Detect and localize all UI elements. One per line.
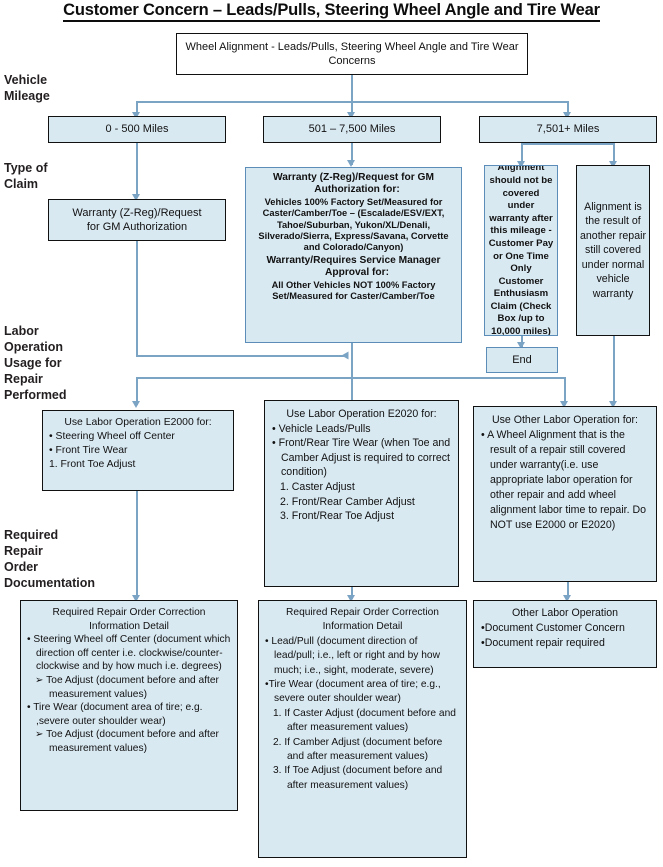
doc-box-right-item-1: •Document repair required [481,637,605,649]
doc-box-middle-head-1: Required Repair Order Correction [286,607,439,618]
labor-box-e2000-head: Use Labor Operation E2000 for: [64,417,212,428]
doc-box-right-item-0: •Document Customer Concern [481,622,625,634]
labor-box-e2000[interactable]: Use Labor Operation E2000 for: • Steerin… [42,410,234,491]
claim-box-warranty-authorization[interactable]: Warranty (Z-Reg)/Request for GM Authoriz… [245,167,462,343]
doc-box-left-item-0: • Steering Wheel off Center (document wh… [27,634,231,673]
connector-e2000-doc [136,491,138,599]
connector-m2-claim [351,143,353,165]
arrow-to-mileage-left [132,112,140,119]
doc-box-left-item-2: • Tire Wear (document area of tire; e.g.… [27,702,203,727]
connector-m3-right-leg [613,143,615,163]
arrow-e2000-doc [132,595,140,602]
claim-box-warranty-zreg[interactable]: Warranty (Z-Reg)/Request for GM Authoriz… [48,199,226,241]
connector-bus-mid [351,101,353,115]
connector-start-down [351,74,353,103]
doc-box-middle-item-2: 1. If Caster Adjust (document before and… [273,707,456,734]
claim-box-head-1: Warranty (Z-Reg)/Request for GM Authoriz… [273,172,434,196]
doc-box-middle-item-1: •Tire Wear (document area of tire; e.g.,… [265,679,441,705]
connector-other-doc [567,582,569,599]
connector-labor-bus [136,377,565,379]
arrow-claim1-to-e2020 [341,351,349,359]
end-node[interactable]: End [486,347,558,373]
labor-box-e2020-item-0: • Vehicle Leads/Pulls [272,422,371,435]
labor-box-e2000-item-2: 1. Front Toe Adjust [49,459,136,470]
doc-box-middle-head-2: Information Detail [322,621,403,633]
arrow-other-doc [563,595,571,602]
claim-box-result-of-repair-text: Alignment is the result of another repai… [580,201,646,300]
arrow-to-mileage-mid [347,112,355,119]
doc-box-left-item-3: ➢ Toe Adjust (document before and after … [35,729,219,754]
doc-box-middle-item-3: 2. If Camber Adjust (document before and… [273,736,443,763]
arrow-to-e2000 [132,401,140,408]
doc-box-left-head-1: Required Repair Order Correction [52,607,206,618]
connector-labor-left-leg [136,377,138,405]
start-node[interactable]: Wheel Alignment - Leads/Pulls, Steering … [176,33,528,75]
arrow-m3-left [517,161,525,168]
arrow-m1-claim [132,194,140,201]
doc-box-left-head-2: Information Detail [89,620,169,632]
arrow-m2-claim [347,160,355,167]
labor-box-other-item-0: • A Wheel Alignment that is the result o… [481,429,647,531]
connector-m3-left-leg [521,143,523,163]
labor-box-e2020-item-2: 1. Caster Adjust [280,480,355,493]
doc-box-middle[interactable]: Required Repair Order Correction Informa… [258,600,467,858]
connector-labor-right-leg [564,377,566,405]
claim-box-warranty-zreg-line2: for GM Authorization [86,221,188,233]
labor-box-e2000-item-1: • Front Tire Wear [49,445,128,456]
labor-box-e2020[interactable]: Use Labor Operation E2020 for: • Vehicle… [264,400,459,587]
connector-claimA-end [521,336,523,347]
end-node-label: End [512,353,532,366]
start-node-text: Wheel Alignment - Leads/Pulls, Steering … [185,41,519,67]
page-title-text: Customer Concern – Leads/Pulls, Steering… [63,1,600,22]
doc-box-right[interactable]: Other Labor Operation •Document Customer… [473,600,657,668]
connector-bus-right [567,101,569,115]
claim-box-body-1: Vehicles 100% Factory Set/Measured for C… [258,196,449,253]
claim-box-head-2: Warranty/Requires Service Manager Approv… [266,254,441,279]
mileage-box-0-500-label: 0 - 500 Miles [105,123,169,136]
lane-label-labor-operation: Labor Operation Usage for Repair Perform… [4,324,67,402]
lane-label-vehicle-mileage: Vehicle Mileage [4,73,50,103]
mileage-box-501-7500-label: 501 – 7,500 Miles [308,123,396,136]
connector-claim2-e2020 [351,343,353,405]
connector-bus-left [136,101,138,115]
claim-box-body-2: All Other Vehicles NOT 100% Factory Set/… [271,279,436,302]
connector-claim1-right [136,355,348,357]
labor-box-e2020-item-3: 2. Front/Rear Camber Adjust [280,495,415,508]
mileage-box-7501-plus[interactable]: 7,501+ Miles [479,116,657,143]
claim-box-result-of-repair[interactable]: Alignment is the result of another repai… [576,165,650,336]
claim-box-not-covered-text: Alignment should not be covered under wa… [488,165,554,336]
labor-box-e2020-item-1: • Front/Rear Tire Wear (when Toe and Cam… [272,437,451,479]
lane-label-documentation: Required Repair Order Documentation [4,528,95,590]
arrow-claimA-end [517,342,525,349]
connector-claim1-down [136,241,138,357]
lane-label-type-of-claim: Type of Claim [4,161,48,191]
connector-m1-claim [136,143,138,197]
labor-box-other-head: Use Other Labor Operation for: [491,414,639,426]
labor-box-other[interactable]: Use Other Labor Operation for: • A Wheel… [473,406,657,582]
doc-box-right-head: Other Labor Operation [512,607,618,619]
mileage-box-501-7500[interactable]: 501 – 7,500 Miles [263,116,441,143]
page-title: Customer Concern – Leads/Pulls, Steering… [0,1,663,22]
connector-e2020-doc [351,587,353,599]
arrow-to-mileage-right [563,112,571,119]
connector-claimB-other [613,336,615,405]
arrow-e2020-doc [347,595,355,602]
doc-box-middle-item-4: 3. If Toe Adjust (document before and af… [273,765,443,791]
claim-box-warranty-zreg-line1: Warranty (Z-Reg)/Request [72,207,202,219]
arrow-m3-right [609,161,617,168]
mileage-box-0-500[interactable]: 0 - 500 Miles [48,116,226,143]
arrow-claimB-other [609,401,617,408]
claim-box-not-covered[interactable]: Alignment should not be covered under wa… [484,165,558,336]
doc-box-left-item-1: ➢ Toe Adjust (document before and after … [35,674,219,700]
labor-box-e2000-item-0: • Steering Wheel off Center [49,431,175,442]
labor-box-e2020-item-4: 3. Front/Rear Toe Adjust [280,510,395,523]
doc-box-middle-item-0: • Lead/Pull (document direction of lead/… [265,635,440,676]
doc-box-left[interactable]: Required Repair Order Correction Informa… [20,600,238,811]
labor-box-e2020-head: Use Labor Operation E2020 for: [286,408,437,420]
connector-m3-split [521,143,615,145]
arrow-to-other-a [560,401,568,408]
mileage-box-7501-plus-label: 7,501+ Miles [536,123,600,136]
